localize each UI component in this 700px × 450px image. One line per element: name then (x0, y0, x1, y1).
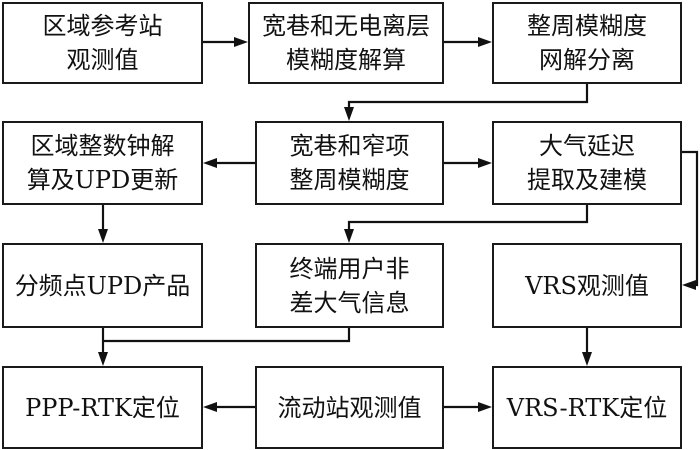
node-regional-integer-clock-upd-update: 区域整数钟解 算及UPD更新 (2, 121, 203, 205)
arrowhead-icon (478, 402, 492, 412)
node-label-line: 区域整数钟解 (30, 132, 175, 160)
node-integer-ambiguity-network-separation: 整周模糊度 网解分离 (492, 2, 682, 84)
arrowhead-icon (344, 107, 354, 121)
arrowhead-icon (682, 280, 696, 290)
arrow-b7-to-b10 (98, 328, 108, 366)
node-label-line: 分频点UPD产品 (14, 271, 191, 300)
node-label-line: 整周模糊度 (289, 166, 410, 194)
node-vrs-rtk-positioning: VRS-RTK定位 (492, 366, 682, 449)
node-label-line: 整周模糊度 (527, 12, 647, 40)
arrow-b4-to-b7 (98, 205, 108, 243)
arrowhead-icon (344, 229, 354, 243)
connector-line (103, 328, 351, 343)
connector-line (682, 150, 699, 287)
node-vrs-observations: VRS观测值 (492, 243, 682, 328)
node-label-line: 大气延迟 (539, 132, 635, 160)
arrowhead-icon (203, 158, 217, 168)
node-label-line: 网解分离 (539, 46, 635, 74)
node-widelane-narrowlane-integer-ambiguity: 宽巷和窄项 整周模糊度 (255, 121, 444, 205)
connector-line (347, 205, 589, 229)
arrowhead-icon (98, 352, 108, 366)
node-label-line: 模糊度解算 (286, 46, 406, 74)
node-label-line: 区域参考站 (42, 12, 163, 40)
arrowhead-icon (234, 37, 248, 47)
node-ppp-rtk-positioning: PPP-RTK定位 (2, 366, 203, 449)
arrow-b6-to-b9 (682, 150, 699, 290)
node-user-undifferenced-atmosphere-info: 终端用户非 差大气信息 (255, 243, 444, 328)
arrowhead-icon (582, 352, 592, 366)
node-label-line: 算及UPD更新 (26, 166, 179, 194)
arrowhead-icon (478, 158, 492, 168)
node-widelane-ionofree-ambiguity-resolution: 宽巷和无电离层 模糊度解算 (248, 2, 444, 84)
node-label-line: 提取及建模 (527, 166, 647, 194)
arrow-b9-to-b12 (582, 328, 592, 366)
node-regional-reference-station-observations: 区域参考站 观测值 (2, 2, 203, 84)
node-label-line: 差大气信息 (289, 288, 410, 317)
node-label-line: 宽巷和窄项 (289, 132, 410, 160)
arrowhead-icon (478, 37, 492, 47)
arrow-b8-to-b10 (103, 328, 351, 343)
node-label-line: 终端用户非 (289, 254, 410, 283)
node-label-line: 观测值 (66, 46, 139, 74)
node-label-line: 宽巷和无电离层 (262, 12, 430, 40)
node-rover-observations: 流动站观测值 (255, 366, 444, 449)
node-atmospheric-delay-extraction-modeling: 大气延迟 提取及建模 (492, 121, 682, 205)
arrow-b6-to-b8 (344, 205, 589, 243)
arrow-b2-to-b3 (444, 37, 492, 47)
node-label-line: PPP-RTK定位 (25, 393, 180, 422)
arrowhead-icon (98, 229, 108, 243)
connector-line (347, 84, 589, 107)
arrow-b3-to-b5 (344, 84, 589, 121)
arrow-b5-to-b6 (444, 158, 492, 168)
node-label-line: 流动站观测值 (277, 393, 422, 422)
arrow-b1-to-b2 (203, 37, 248, 47)
node-label-line: VRS-RTK定位 (506, 393, 668, 422)
arrow-b5-to-b4 (203, 158, 255, 168)
node-frequency-upd-products: 分频点UPD产品 (2, 243, 203, 328)
arrow-b11-to-b10 (203, 402, 255, 412)
node-label-line: VRS观测值 (525, 271, 649, 300)
arrow-b11-to-b12 (444, 402, 492, 412)
arrowhead-icon (203, 402, 217, 412)
